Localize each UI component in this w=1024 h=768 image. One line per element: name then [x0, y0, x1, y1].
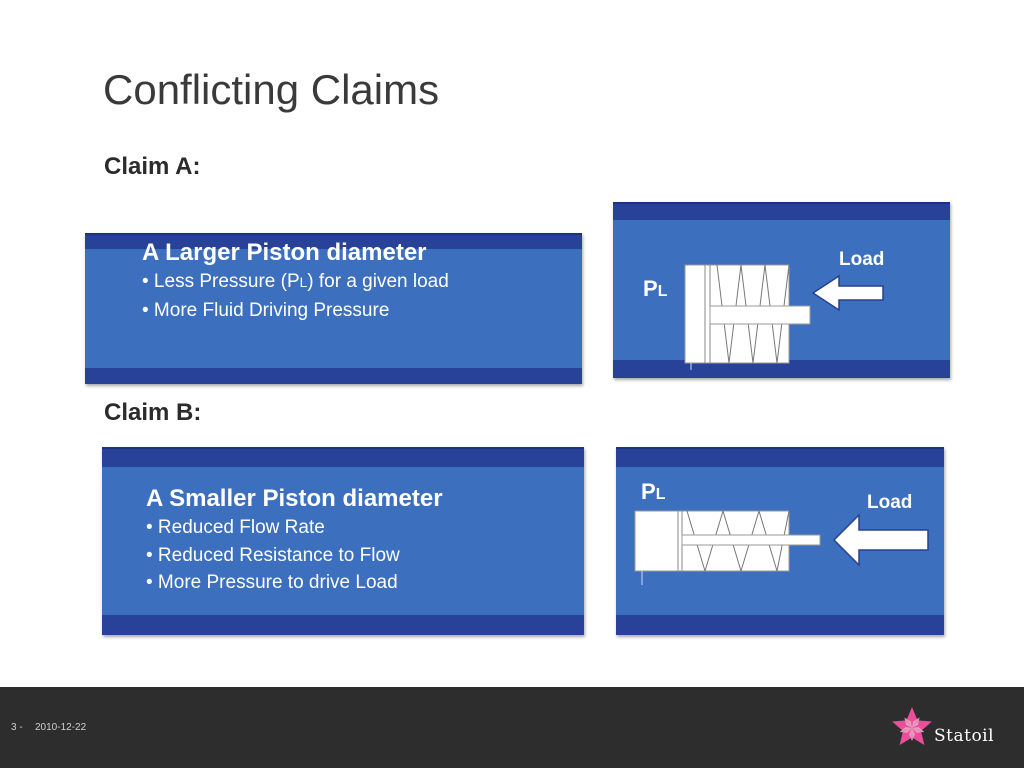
claim-a-label: Claim A:	[104, 153, 201, 180]
panel-top-band	[616, 447, 944, 467]
panel-bottom-band	[616, 615, 944, 635]
page-number: 3 -	[11, 722, 23, 733]
claim-b-diagram-panel: PL Load	[616, 447, 944, 635]
large-piston-cylinder-diagram	[684, 264, 884, 370]
claim-b-text-panel: A Smaller Piston diameter • Reduced Flow…	[102, 447, 584, 635]
claim-b-bullet-3: • More Pressure to drive Load	[146, 572, 398, 593]
panel-bottom-band	[85, 368, 582, 384]
claim-b-bullet-1: • Reduced Flow Rate	[146, 517, 325, 538]
claim-b-heading: A Smaller Piston diameter	[146, 485, 443, 512]
claim-a-bullet-1: • Less Pressure (PL) for a given load	[142, 271, 449, 292]
slide-title: Conflicting Claims	[103, 66, 440, 113]
claim-b-text: A Smaller Piston diameter • Reduced Flow…	[146, 484, 443, 597]
panel-bottom-band	[613, 360, 950, 378]
statoil-star-icon	[892, 707, 932, 745]
claim-a-text: A Larger Piston diameter • Less Pressure…	[142, 238, 449, 324]
footer-date: 2010-12-22	[35, 722, 87, 733]
claim-a-bullet-2: • More Fluid Driving Pressure	[142, 299, 390, 321]
load-label: Load	[839, 249, 885, 270]
claim-b-label: Claim B:	[104, 399, 202, 426]
statoil-brand-name: Statoil	[934, 726, 995, 746]
pressure-label: PL	[643, 276, 668, 301]
panel-top-band	[85, 233, 582, 249]
pressure-label: PL	[641, 479, 666, 504]
claim-b-bullet-2: • Reduced Resistance to Flow	[146, 544, 400, 566]
claim-a-diagram-panel: PL Load	[613, 202, 950, 378]
load-label: Load	[867, 492, 913, 513]
claim-a-text-panel: A Larger Piston diameter • Less Pressure…	[85, 233, 582, 384]
panel-top-band	[613, 202, 950, 220]
footer-bar: 3 - 2010-12-22 Statoil	[0, 687, 1024, 768]
panel-top-band	[102, 447, 584, 467]
claim-a-heading: A Larger Piston diameter	[142, 239, 427, 266]
small-piston-cylinder-diagram	[634, 509, 929, 585]
panel-bottom-band	[102, 615, 584, 635]
